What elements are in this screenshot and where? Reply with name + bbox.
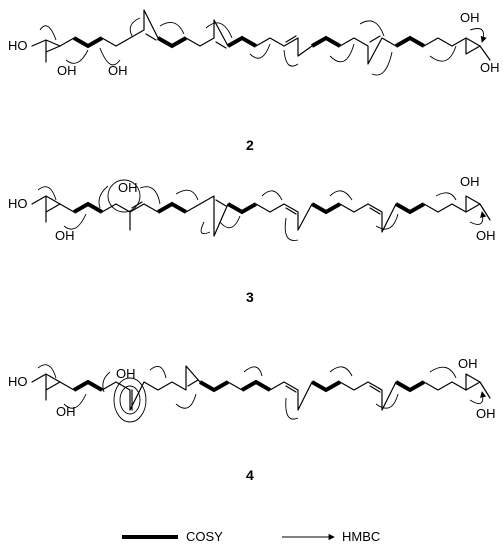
c2-oh-4: OH: [460, 10, 480, 25]
hmbc-legend-label: HMBC: [342, 529, 380, 544]
c3-main-chain: [59, 195, 467, 237]
cosy-legend-label: COSY: [186, 529, 223, 544]
compound-4-label: 4: [246, 467, 254, 483]
c4-cosy-bonds: [73, 379, 425, 393]
c2-oh-1: HO: [8, 38, 28, 53]
c2-hmbc-arrows: [39, 17, 484, 76]
c2-cosy-bonds: [73, 35, 425, 49]
c2-oh-5: OH: [480, 60, 500, 75]
compound-2-label: 2: [246, 137, 254, 153]
c3-oh-3: OH: [118, 180, 138, 195]
c3-hmbc-arrows: [37, 185, 483, 241]
c3-oh-5: OH: [476, 228, 496, 243]
c4-oh-1: HO: [8, 374, 28, 389]
c4-oh-4: OH: [458, 356, 478, 371]
compound-3-structure: HO OH OH OH OH: [8, 174, 496, 243]
c3-oh-2: OH: [55, 228, 75, 243]
compound-2-structure: HO OH OH OH OH: [8, 9, 500, 78]
c4-oh-2: OH: [56, 404, 76, 419]
c3-oh-1: HO: [8, 196, 28, 211]
c2-left-terminus: [31, 39, 61, 53]
legend: COSY HMBC: [122, 529, 380, 544]
c4-oh-3: OH: [116, 366, 136, 381]
c4-oh-5: OH: [476, 406, 496, 421]
c3-cosy-bonds: [73, 201, 425, 215]
c2-main-chain: [59, 9, 467, 65]
c3-oh-4: OH: [460, 174, 480, 189]
compound-4-structure: HO OH OH OH OH: [8, 356, 496, 423]
compound-3-label: 3: [246, 289, 254, 305]
c4-hmbc-arrows: [37, 364, 483, 420]
c2-oh-3: OH: [108, 63, 128, 78]
c2-oh-2: OH: [57, 63, 77, 78]
